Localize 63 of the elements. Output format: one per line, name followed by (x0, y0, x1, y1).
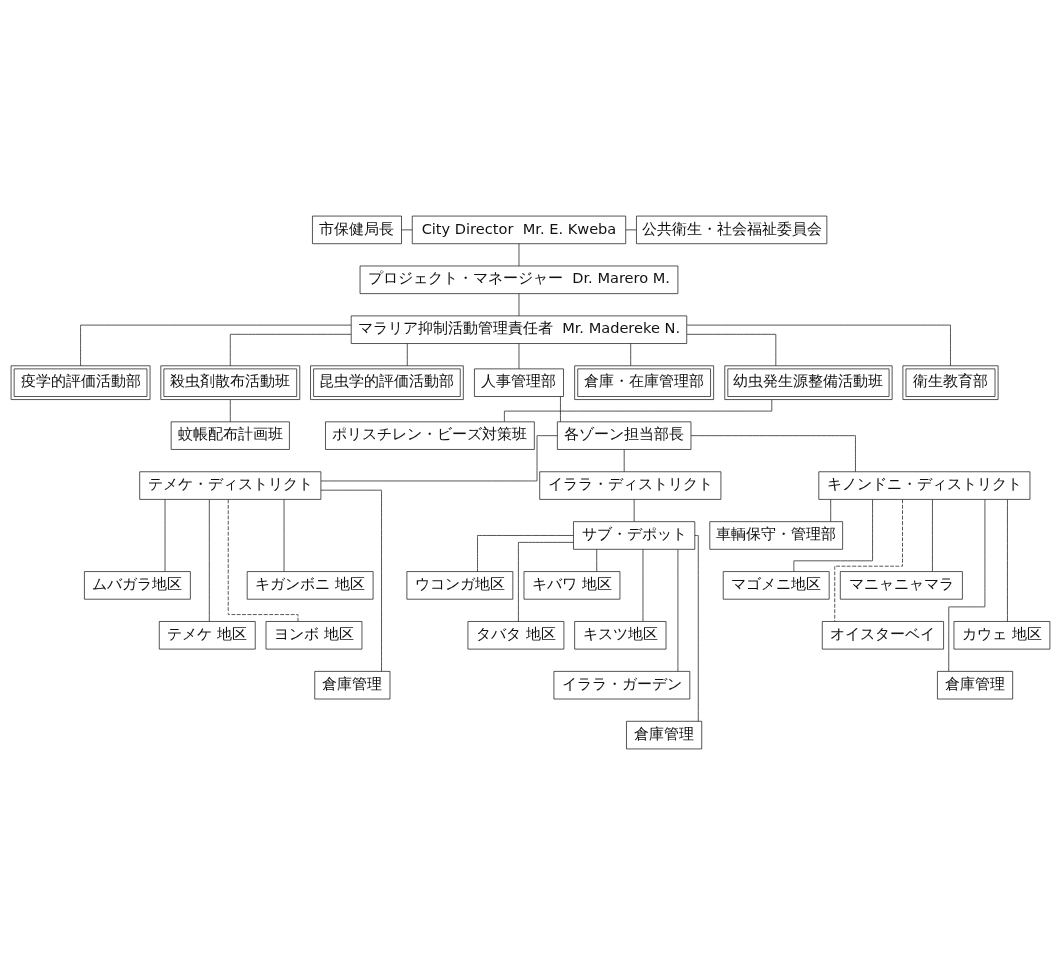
node-box: 倉庫管理 (626, 720, 703, 750)
node-box: 人事管理部 (474, 368, 564, 397)
connector (283, 499, 285, 572)
node-box: タバタ 地区 (467, 621, 565, 650)
connector (164, 499, 166, 572)
connector (690, 435, 856, 473)
connector (793, 499, 873, 572)
connector (518, 293, 520, 317)
connector (625, 229, 637, 231)
connector (518, 542, 574, 622)
connector (229, 333, 352, 367)
connector (229, 399, 231, 423)
node-box: ウコンガ地区 (406, 571, 514, 600)
connector (834, 499, 903, 622)
node-box: オイスターベイ (821, 621, 944, 650)
connector (630, 343, 632, 367)
connector (686, 324, 951, 367)
node-box: キバワ 地区 (523, 571, 621, 600)
node-box: 公共衛生・社会福祉委員会 (636, 215, 828, 245)
connector (694, 535, 699, 722)
node-box: 蚊帳配布計画班 (170, 421, 290, 450)
connector (642, 548, 644, 622)
connector (477, 535, 574, 572)
node-box: ヨンボ 地区 (265, 621, 363, 650)
node-box: イララ・ガーデン (553, 671, 691, 700)
connector (518, 243, 520, 267)
node-box: マラリア抑制活動管理責任者 Mr. Madereke N. (350, 315, 688, 344)
node-box: テメケ 地区 (158, 621, 256, 650)
connector (560, 396, 561, 423)
node-box: キガンボニ 地区 (246, 571, 374, 600)
connector (1007, 499, 1008, 622)
node-box: 倉庫管理 (937, 671, 1014, 700)
connector (596, 549, 598, 572)
node-box: ムバガラ地区 (84, 571, 191, 600)
node-box: 倉庫管理 (314, 671, 391, 700)
connector (80, 324, 352, 367)
connector (932, 499, 933, 572)
connector (320, 435, 558, 482)
connector (633, 499, 635, 523)
node-box: カウェ 地区 (953, 621, 1051, 650)
connector (677, 549, 679, 672)
node-box: テメケ・ディストリクト (139, 471, 322, 500)
node-box: イララ・ディストリクト (539, 471, 722, 500)
node-box: マゴメニ地区 (722, 571, 830, 600)
connector (401, 229, 413, 231)
node-box: 車輌保守・管理部 (709, 521, 843, 550)
node-box: キノンドニ・ディストリクト (818, 471, 1031, 500)
connector (406, 343, 408, 367)
connector (830, 499, 832, 523)
connector (948, 499, 986, 672)
node-box: 各ゾーン担当部長 (557, 421, 692, 450)
node-box: マニャニャマラ (839, 571, 963, 600)
node-box: サブ・デポット (573, 521, 696, 550)
node-box: City Director Mr. E. Kweba (411, 215, 627, 245)
connector (518, 343, 520, 370)
node-box: キスツ地区 (574, 621, 667, 650)
node-box: プロジェクト・マネージャー Dr. Marero M. (359, 265, 679, 294)
connector (623, 449, 625, 473)
connector (686, 333, 777, 367)
node-box: 市保健局長 (312, 215, 402, 245)
node-box: ポリスチレン・ビーズ対策班 (325, 421, 535, 450)
connector (208, 499, 210, 622)
connector (320, 489, 382, 672)
